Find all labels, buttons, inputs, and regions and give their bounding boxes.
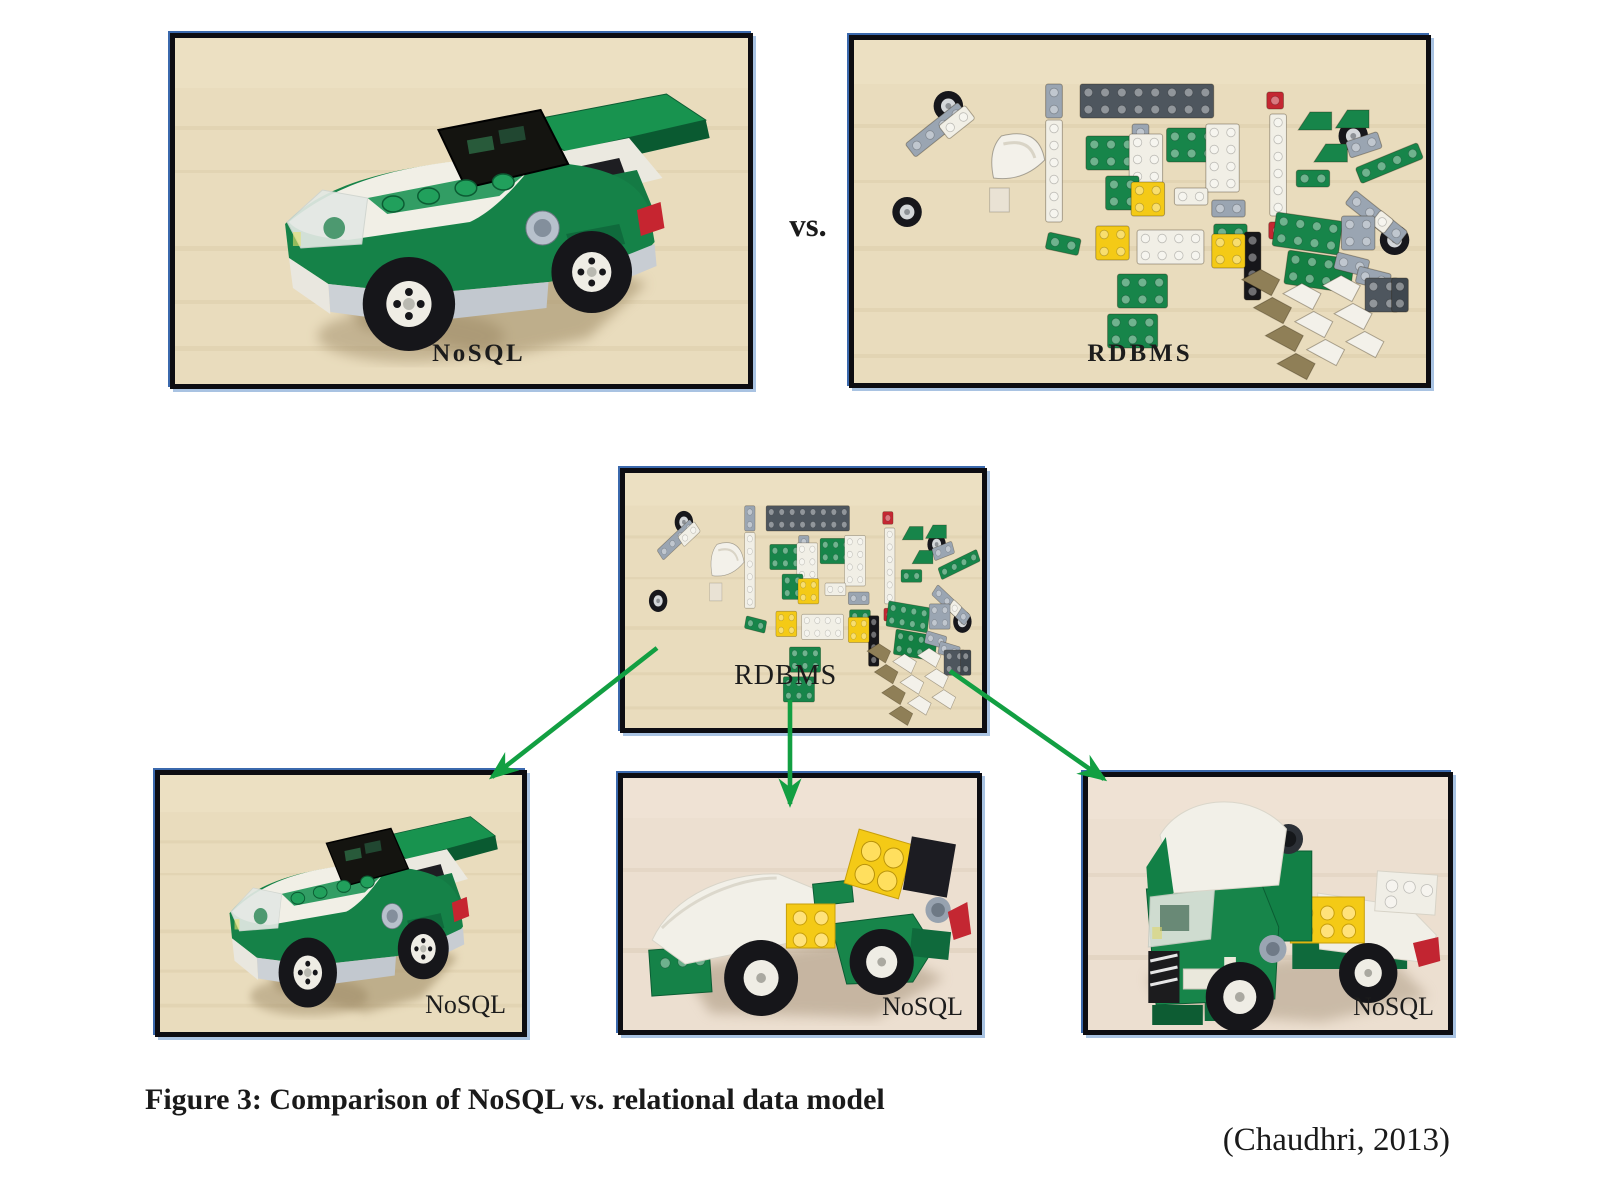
panel-bottom-left-nosql: NoSQL bbox=[155, 770, 527, 1037]
figure-caption: Figure 3: Comparison of NoSQL vs. relati… bbox=[145, 1083, 885, 1116]
photo-label-rdbms: RDBMS bbox=[1087, 340, 1193, 367]
lego-parts-photo bbox=[854, 40, 1426, 383]
vs-label: vs. bbox=[789, 208, 827, 244]
panel-top-right-rdbms: RDBMS bbox=[849, 35, 1431, 388]
figure-citation: (Chaudhri, 2013) bbox=[1222, 1122, 1450, 1158]
panel-top-left-nosql: NoSQL bbox=[170, 33, 753, 389]
lego-assembled-car-photo bbox=[175, 38, 748, 384]
panel-bottom-right-nosql: NoSQL bbox=[1083, 772, 1453, 1035]
panel-bottom-middle-nosql: NoSQL bbox=[618, 773, 982, 1035]
photo-label-nosql: NoSQL bbox=[432, 340, 526, 367]
photo-label-rdbms: RDBMS bbox=[734, 660, 838, 691]
photo-label-nosql: NoSQL bbox=[425, 990, 506, 1019]
photo-label-nosql: NoSQL bbox=[882, 992, 963, 1021]
photo-label-nosql: NoSQL bbox=[1353, 992, 1434, 1021]
panel-middle-rdbms: RDBMS bbox=[620, 468, 987, 733]
